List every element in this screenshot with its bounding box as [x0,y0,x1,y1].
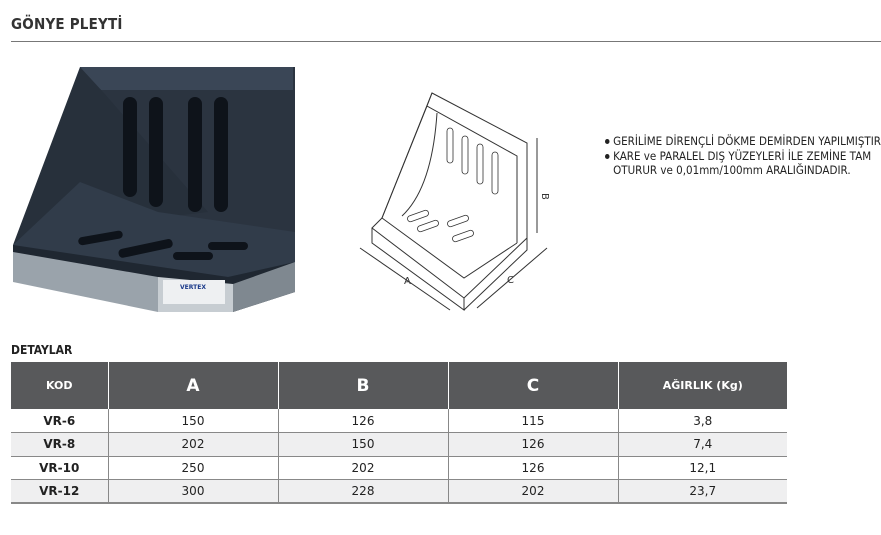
table-row: VR-6 150 126 115 3,8 [11,409,787,433]
column-header-weight: AĞIRLIK (Kg) [618,362,787,409]
feature-list: GERİLİME DİRENÇLİ DÖKME DEMİRDEN YAPILMI… [605,134,881,178]
cell-a: 300 [108,479,279,504]
column-header-b: B [278,362,449,409]
cell-weight: 3,8 [618,409,787,433]
cell-kod: VR-6 [11,409,109,433]
cell-weight: 12,1 [618,456,787,480]
table-row: VR-8 202 150 126 7,4 [11,432,787,457]
angle-plate-photo: VERTEX [13,67,295,312]
column-header-a: A [108,362,279,409]
title-divider [11,41,881,42]
column-header-c: C [448,362,619,409]
dimension-c-label: C [507,275,514,286]
page-title: GÖNYE PLEYTİ [11,15,123,33]
cell-weight: 23,7 [618,479,787,504]
cell-b: 228 [278,479,449,504]
cell-weight: 7,4 [618,432,787,457]
cell-a: 150 [108,409,279,433]
cell-kod: VR-12 [11,479,109,504]
feature-item: GERİLİME DİRENÇLİ DÖKME DEMİRDEN YAPILMI… [605,134,881,149]
cell-c: 126 [448,432,619,457]
table-row: VR-12 300 228 202 23,7 [11,479,787,504]
feature-item: KARE ve PARALEL DIŞ YÜZEYLERİ İLE ZEMİNE… [605,149,881,178]
dimension-b-label: B [539,193,550,200]
angle-plate-drawing: A B C [359,92,550,311]
column-header-kod: KOD [11,362,109,409]
cell-c: 115 [448,409,619,433]
dimension-a-label: A [404,276,411,287]
cell-kod: VR-8 [11,432,109,457]
cell-c: 126 [448,456,619,480]
svg-text:VERTEX: VERTEX [180,284,206,291]
cell-c: 202 [448,479,619,504]
cell-b: 126 [278,409,449,433]
cell-a: 250 [108,456,279,480]
table-header-row: KOD A B C AĞIRLIK (Kg) [11,362,787,409]
cell-b: 202 [278,456,449,480]
details-table: KOD A B C AĞIRLIK (Kg) VR-6 150 126 115 … [11,362,787,504]
cell-b: 150 [278,432,449,457]
cell-a: 202 [108,432,279,457]
table-row: VR-10 250 202 126 12,1 [11,456,787,480]
details-heading: DETAYLAR [11,343,73,357]
cell-kod: VR-10 [11,456,109,480]
